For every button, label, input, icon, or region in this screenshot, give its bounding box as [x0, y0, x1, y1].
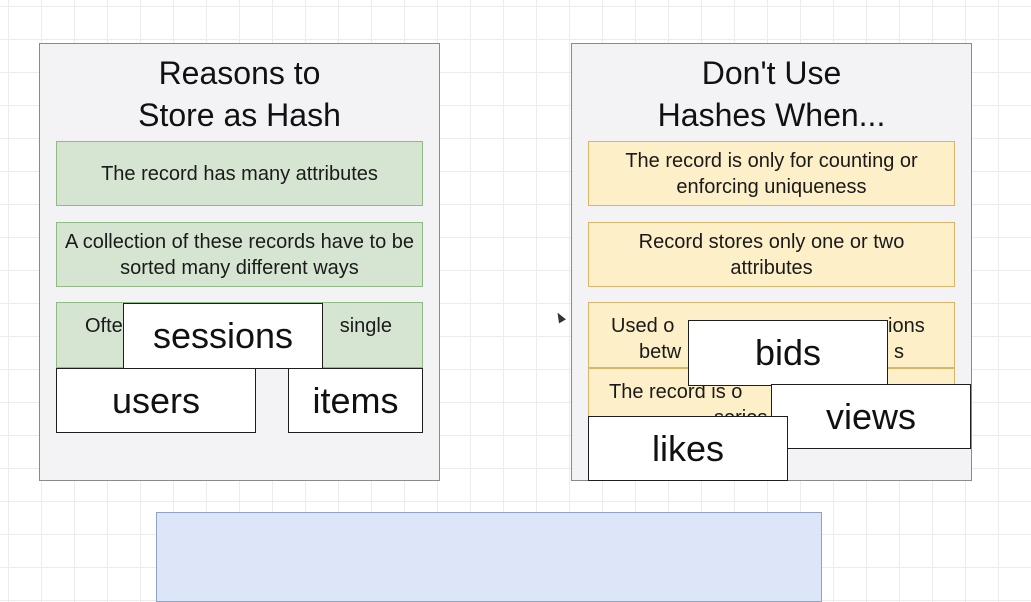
tag-sessions: sessions	[123, 303, 323, 369]
avoid-text: The record is only for counting or enfor…	[625, 149, 918, 198]
tag-users: users	[56, 368, 256, 433]
reason-text: The record has many attributes	[101, 162, 378, 185]
tag-items: items	[288, 368, 423, 433]
mouse-cursor-icon	[554, 310, 566, 324]
title-line-2: Store as Hash	[138, 97, 341, 133]
tag-label: sessions	[152, 315, 294, 356]
tag-bids: bids	[688, 320, 888, 386]
reason-many-attributes: The record has many attributes	[56, 141, 423, 206]
tag-label: users	[111, 379, 201, 421]
avoid-counting: The record is only for counting or enfor…	[588, 141, 955, 206]
avoid-text-d: s	[894, 341, 904, 363]
tag-views: views	[771, 384, 971, 449]
title-line-1: Don't Use	[701, 55, 842, 91]
avoid-text-c: betw	[639, 341, 682, 363]
avoid-text: Record stores only one or two attributes	[638, 230, 905, 279]
title-line-2: Hashes When...	[657, 97, 886, 133]
reason-text-end: single	[339, 315, 392, 337]
tag-likes: likes	[588, 416, 788, 481]
tag-label: views	[825, 395, 917, 437]
tag-label: bids	[754, 332, 822, 373]
reason-sorted-ways: A collection of these records have to be…	[56, 222, 423, 287]
avoid-text-e: The record is o	[609, 381, 743, 403]
panel-title: Don't Use Hashes When...	[572, 52, 971, 136]
avoid-text-b: ions	[888, 315, 925, 337]
tag-label: likes	[651, 427, 725, 469]
title-line-1: Reasons to	[158, 55, 321, 91]
panel-title: Reasons to Store as Hash	[40, 52, 439, 136]
empty-blue-box	[156, 512, 822, 602]
avoid-few-attributes: Record stores only one or two attributes	[588, 222, 955, 287]
reason-text-start: Ofte	[85, 315, 123, 337]
avoid-text-a: Used o	[611, 315, 675, 337]
reason-text: A collection of these records have to be…	[64, 230, 415, 279]
tag-label: items	[312, 379, 399, 421]
